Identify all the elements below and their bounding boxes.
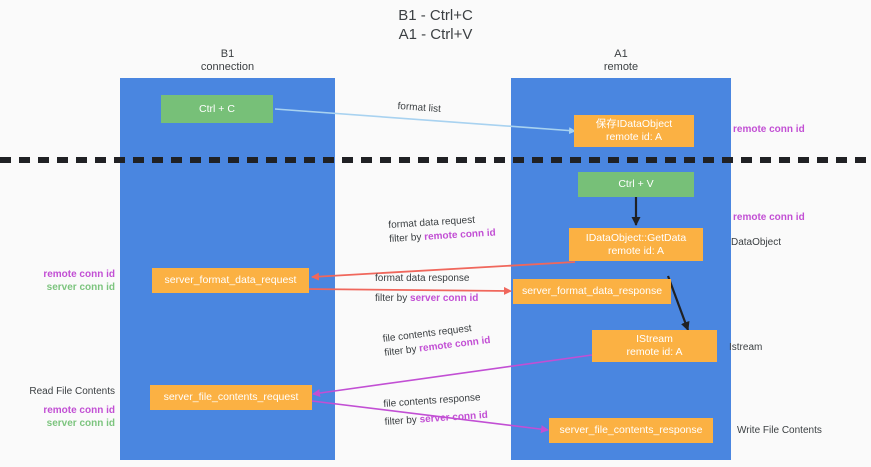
- node-istream[interactable]: IStream remote id: A: [592, 330, 717, 362]
- filter-prefix: filter by: [384, 414, 421, 428]
- edge-label-format-data-response-text: format data response: [375, 273, 470, 284]
- edge-label-format-data-response: format data response filter by server co…: [375, 272, 478, 306]
- node-server-file-contents-request[interactable]: server_file_contents_request: [150, 385, 312, 410]
- annotation-left-bottom-remote-conn-id: remote conn id: [43, 405, 115, 416]
- annotation-istream: Istream: [729, 342, 763, 353]
- annotation-dataobject: DataObject: [731, 237, 782, 248]
- node-server-file-contents-response[interactable]: server_file_contents_response: [549, 418, 713, 443]
- edge-label-file-contents-request: file contents request filter by remote c…: [382, 320, 491, 361]
- edge-label-format-data-response-filter: filter by server conn id: [375, 292, 478, 306]
- annotation-left-server-conn-id: server conn id: [46, 282, 115, 293]
- filter-prefix: filter by: [383, 343, 420, 359]
- node-ctrl-c[interactable]: Ctrl + C: [161, 95, 273, 123]
- node-server-format-data-response[interactable]: server_format_data_response: [513, 279, 671, 304]
- node-ctrl-v[interactable]: Ctrl + V: [578, 172, 694, 197]
- edge-label-format-data-request: format data request filter by remote con…: [388, 212, 496, 246]
- node-save-idataobject[interactable]: 保存IDataObject remote id: A: [574, 115, 694, 147]
- annotation-read-file-contents: Read File Contents: [29, 386, 115, 397]
- node-idataobject-getdata[interactable]: IDataObject::GetData remote id: A: [569, 228, 703, 261]
- filter-value-server-conn-id: server conn id: [419, 409, 489, 426]
- edge-label-file-contents-response: file contents response filter by server …: [383, 391, 488, 430]
- edge-label-format-list: format list: [397, 100, 441, 117]
- filter-prefix: filter by: [375, 293, 411, 304]
- edge-label-format-list-text: format list: [397, 100, 442, 115]
- page-title: B1 - Ctrl+C A1 - Ctrl+V: [398, 7, 473, 43]
- edge-label-file-contents-response-filter: filter by server conn id: [384, 409, 488, 430]
- annotation-left-bottom-server-conn-id: server conn id: [46, 418, 115, 429]
- annotation-right-top-remote-conn-id: remote conn id: [733, 124, 805, 135]
- filter-prefix: filter by: [388, 231, 425, 245]
- column-header-a1-remote: A1 remote: [603, 48, 639, 73]
- annotation-write-file-contents: Write File Contents: [737, 425, 822, 436]
- filter-value-remote-conn-id: remote conn id: [423, 227, 497, 243]
- node-server-format-data-request[interactable]: server_format_data_request: [152, 268, 309, 293]
- filter-value-server-conn-id: server conn id: [410, 293, 479, 304]
- annotation-right-mid-remote-conn-id: remote conn id: [733, 212, 805, 223]
- edge-label-file-contents-response-text: file contents response: [383, 392, 481, 410]
- annotation-left-remote-conn-id: remote conn id: [43, 269, 115, 280]
- column-header-b1-connection: B1 connection: [200, 48, 255, 73]
